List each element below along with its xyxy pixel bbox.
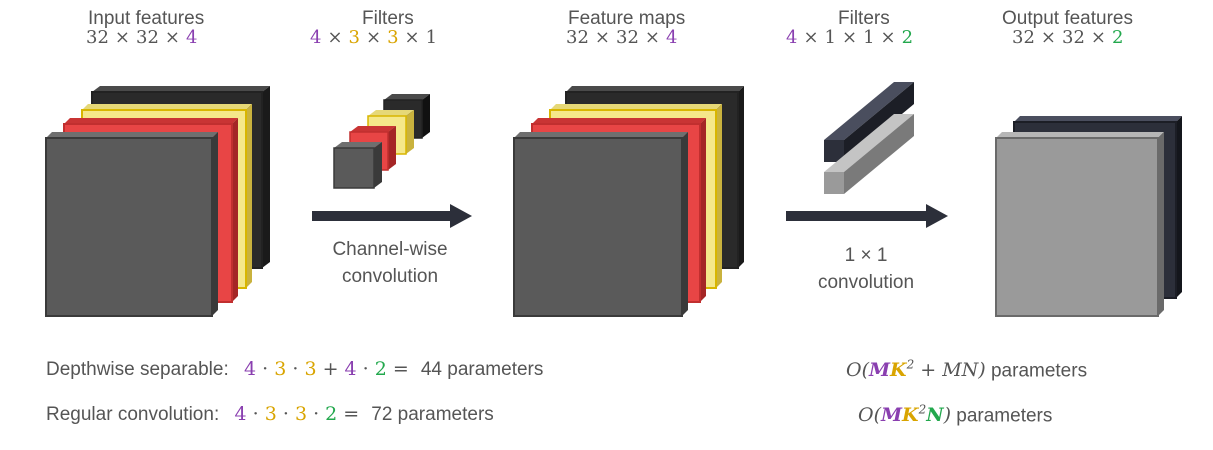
complexity-expression: O(MK2 + MN) — [846, 358, 986, 382]
times-sign: × — [1090, 27, 1106, 48]
dim-kernel-w: 3 — [387, 27, 399, 48]
dim-height: 32 — [1012, 27, 1035, 48]
channel-wise-caption: Channel-wise convolution — [310, 236, 470, 290]
depthwise-result: 44 — [420, 359, 442, 380]
filter-cube-gray — [333, 142, 382, 189]
complexity-expression: O(MK2N) — [858, 403, 951, 427]
filters2-title: Filters — [838, 8, 890, 29]
dim-height: 32 — [86, 27, 109, 48]
input-feature-stack — [45, 86, 270, 317]
times-sign: × — [842, 27, 858, 48]
output-features-title: Output features — [1002, 8, 1133, 29]
term-outputs: 2 — [374, 358, 387, 380]
complexity-unit: parameters — [956, 405, 1053, 427]
depthwise-expression: 4 · 3 · 3 + 4 · 2 = — [244, 358, 415, 380]
dim-width: 32 — [1062, 27, 1085, 48]
term-kernel: 3 — [304, 358, 317, 380]
depthwise-label: Depthwise separable: — [46, 359, 229, 380]
regular-expression: 4 · 3 · 3 · 2 = — [234, 403, 366, 425]
times-sign: × — [366, 27, 382, 48]
term-channels: 4 — [244, 358, 257, 380]
regular-complexity: O(MK2N) parameters — [858, 403, 1052, 427]
output-channel-gray — [995, 132, 1164, 317]
dim-kernel-w: 1 — [863, 27, 875, 48]
caption-line-2: convolution — [341, 266, 439, 287]
term-outputs: 2 — [325, 403, 338, 425]
depthwise-complexity: O(MK2 + MN) parameters — [846, 358, 1087, 382]
complexity-unit: parameters — [990, 360, 1088, 382]
dim-channels: 4 — [786, 27, 798, 48]
input-features-title: Input features — [88, 8, 205, 29]
pointwise-filters — [824, 82, 914, 194]
times-sign: × — [803, 27, 819, 48]
times-sign: × — [404, 27, 420, 48]
dim-width: 32 — [136, 27, 159, 48]
times-sign: × — [880, 27, 896, 48]
filters1-title: Filters — [362, 8, 414, 29]
dim-height: 32 — [566, 27, 589, 48]
arrow-channel-wise — [312, 204, 472, 228]
regular-unit: parameters — [397, 404, 494, 425]
regular-label: Regular convolution: — [46, 404, 220, 425]
filters1-dims: 4×3×3×1 — [310, 27, 437, 48]
times-sign: × — [594, 27, 610, 48]
caption-line-1: Channel-wise — [332, 239, 448, 260]
input-channel-gray — [45, 132, 218, 317]
times-sign: × — [1040, 27, 1056, 48]
term-channels: 4 — [344, 358, 357, 380]
depthwise-formula: Depthwise separable: 4 · 3 · 3 + 4 · 2 =… — [46, 358, 543, 381]
arrow-pointwise — [786, 204, 948, 228]
depthwise-unit: parameters — [447, 359, 544, 380]
times-sign: × — [164, 27, 180, 48]
output-feature-stack — [995, 116, 1182, 317]
map-channel-gray — [513, 132, 688, 317]
caption-line-1: 1 × 1 — [844, 245, 888, 266]
pointwise-caption: 1 × 1 convolution — [786, 242, 946, 296]
output-features-dims: 32×32×2 — [1012, 27, 1123, 48]
dim-channels: 4 — [186, 27, 198, 48]
channel-wise-filters — [333, 94, 430, 189]
caption-line-2: convolution — [817, 272, 915, 293]
dim-channels: 4 — [310, 27, 322, 48]
term-channels: 4 — [234, 403, 247, 425]
feature-map-stack — [513, 86, 744, 317]
feature-maps-dims: 32×32×4 — [566, 27, 677, 48]
regular-formula: Regular convolution: 4 · 3 · 3 · 2 = 72 … — [46, 403, 494, 426]
dim-kernel-h: 1 — [824, 27, 836, 48]
dim-kernel-h: 3 — [348, 27, 360, 48]
feature-maps-title: Feature maps — [568, 8, 686, 29]
regular-result: 72 — [371, 404, 393, 425]
term-kernel: 3 — [294, 403, 308, 425]
times-sign: × — [644, 27, 660, 48]
term-kernel: 3 — [264, 403, 277, 425]
dim-channels: 2 — [1112, 27, 1124, 48]
dim-channels: 4 — [666, 27, 678, 48]
dim-width: 32 — [616, 27, 639, 48]
input-features-dims: 32×32×4 — [86, 27, 197, 48]
pointwise-rod-gray — [824, 114, 914, 194]
times-sign: × — [114, 27, 130, 48]
filters2-dims: 4×1×1×2 — [786, 27, 913, 48]
term-kernel: 3 — [274, 358, 287, 380]
times-sign: × — [327, 27, 343, 48]
dim-depth: 1 — [425, 27, 438, 48]
dim-outputs: 2 — [901, 27, 914, 48]
